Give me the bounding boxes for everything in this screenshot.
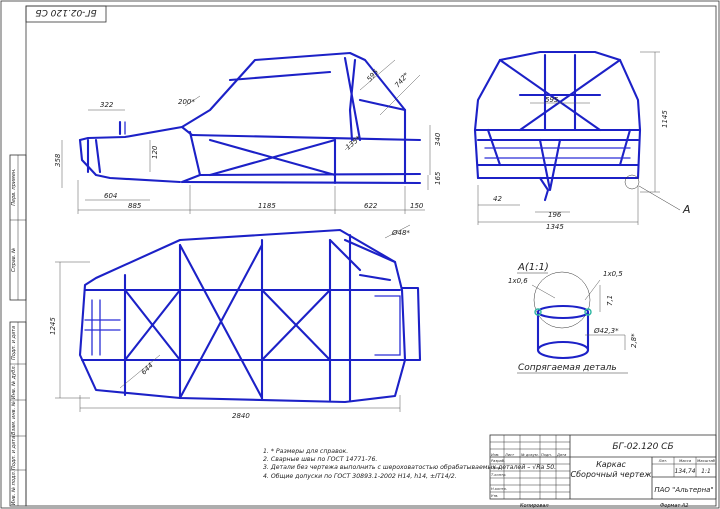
top-stamp: БГ-02.120 СБ [35,7,96,17]
svg-text:Лист: Лист [504,453,515,457]
drawing-name-1: Каркас [596,460,626,469]
left-margin: Перв. примен. Справ. № Подп. и дата Инв.… [9,154,27,507]
svg-text:Дата: Дата [556,453,566,457]
dim-644: 644 [140,361,155,376]
dim-340: 340 [434,132,442,146]
svg-text:Масштаб: Масштаб [697,458,716,463]
dim-358: 358 [54,153,62,167]
svg-text:Копировал: Копировал [520,503,549,509]
margin-label-3: Инв. № дубл. [11,365,17,399]
dim-196: 196 [548,211,562,219]
dim-200: 200* [178,98,195,106]
margin-label-1: Справ. № [11,248,17,272]
dim-1245: 1245 [49,317,57,335]
note-4: 4. Общие допуски по ГОСТ 30893.1-2002 H1… [263,472,457,480]
dim-1345: 1345 [546,223,564,231]
dim-1x06: 1х0,6 [508,277,528,285]
svg-text:Формат А2: Формат А2 [660,503,688,509]
detail-a: А(1:1) 1х0,6 1х0,5 7,1 Ø42,3* 2,8* Сопря… [508,262,638,374]
margin-label-5: Подп. и дата [11,436,17,470]
dim-622: 622 [364,202,378,210]
dim-604: 604 [104,192,117,200]
title-block: Изм. Лист № докум. Подп. Дата Разраб. Пр… [489,434,717,509]
scale-value: 1:1 [701,468,711,475]
dim-1185: 1185 [258,202,276,210]
dim-2840: 2840 [232,412,250,420]
dim-1x05: 1х0,5 [603,270,623,278]
dim-42: 42 [493,195,502,203]
drawing-name-2: Сборочный чертеж [571,470,653,479]
svg-text:Пров.: Пров. [491,466,501,470]
side-view: 322 200* 358 120 604 885 1185 622 150 34… [54,51,442,214]
svg-text:Н.контр.: Н.контр. [491,487,507,491]
detail-a-marker [624,174,640,190]
dim-150: 150 [410,202,424,210]
view-label-a: А [682,203,691,216]
dim-1145: 1145 [661,110,669,128]
svg-text:№ докум.: № докум. [520,453,539,457]
detail-caption: Сопрягаемая деталь [518,363,617,373]
front-view: А 595 1145 42 196 1345 [473,50,691,231]
margin-label-4: Взам. инв. № [11,401,17,435]
margin-label-6: Инв. № подл. [11,471,17,506]
dim-165: 165 [434,171,442,185]
drawing-designation: БГ-02.120 СБ [612,442,673,452]
top-stamp-box [25,5,107,23]
svg-text:Разраб.: Разраб. [491,459,505,463]
organization: ПАО "Альтерна" [654,486,713,494]
margin-label-2: Подп. и дата [11,326,17,360]
technical-notes: 1. * Размеры для справок. 2. Сварные швы… [263,448,557,481]
dim-28: 2,8* [630,333,638,348]
svg-text:Лит.: Лит. [658,458,668,463]
note-2: 2. Сварные швы по ГОСТ 14771-76. [263,456,378,464]
dim-322: 322 [100,101,114,109]
svg-text:Т.контр.: Т.контр. [491,473,507,477]
dim-885: 885 [128,202,142,210]
svg-text:Подп.: Подп. [541,453,552,457]
dim-front-595: 595 [545,96,559,104]
dim-742: 742* [393,71,410,89]
dim-120: 120 [151,145,159,159]
detail-title: А(1:1) [517,262,549,273]
svg-text:Утв.: Утв. [491,494,499,498]
dim-71: 7,1 [606,295,614,306]
note-1: 1. * Размеры для справок. [263,448,349,455]
dim-d48: Ø48* [391,229,410,237]
note-3: 3. Детали без чертежа выполнить с шерохо… [263,464,557,472]
dim-d423: Ø42,3* [593,327,619,335]
mass-value: 134,74 [675,468,696,475]
svg-text:Изм.: Изм. [491,453,499,457]
top-view: 1245 644 2840 Ø48* [49,224,422,420]
margin-label-0: Перв. примен. [11,168,17,206]
svg-text:Масса: Масса [679,458,692,463]
